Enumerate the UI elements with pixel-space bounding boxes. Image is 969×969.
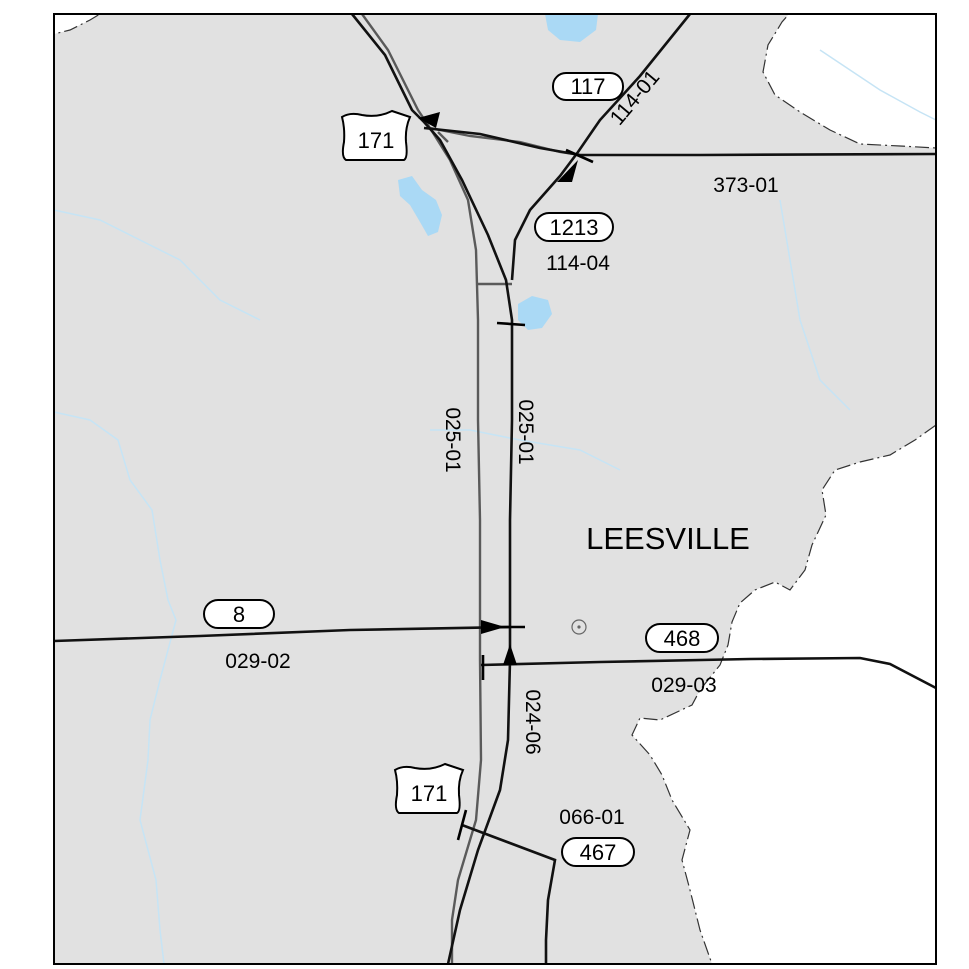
city-point-symbol	[571, 619, 587, 635]
place-name-leesville: LEESVILLE	[586, 521, 750, 556]
label-029-03: 029-03	[651, 674, 716, 697]
us-shield-171-bottom: 171	[393, 762, 465, 814]
svg-text:1213: 1213	[550, 215, 599, 240]
label-029-02: 029-02	[225, 650, 290, 673]
svg-text:171: 171	[411, 781, 448, 806]
svg-text:467: 467	[580, 840, 617, 865]
shield-468: 468	[645, 623, 719, 653]
svg-text:468: 468	[664, 626, 701, 651]
map-border	[53, 13, 937, 965]
shield-1213: 1213	[534, 212, 614, 242]
svg-text:8: 8	[233, 602, 245, 627]
svg-text:117: 117	[570, 74, 605, 99]
shield-8: 8	[203, 599, 275, 629]
shield-117: 117	[552, 72, 624, 101]
us-shield-171-top: 171	[340, 109, 412, 161]
label-114-04: 114-04	[546, 252, 610, 275]
label-025-01-west: 025-01	[441, 407, 464, 472]
label-025-01-east: 025-01	[514, 399, 537, 464]
shield-467: 467	[561, 837, 635, 867]
direction-arrows	[418, 112, 578, 665]
svg-text:171: 171	[358, 128, 395, 153]
label-373-01: 373-01	[713, 174, 778, 197]
label-066-01: 066-01	[559, 806, 624, 829]
state-roads	[53, 13, 937, 965]
water-area-east	[631, 423, 937, 965]
lake-west	[398, 176, 442, 236]
label-024-06: 024-06	[521, 689, 544, 754]
streams	[53, 49, 937, 965]
lake-north	[545, 14, 598, 42]
lake-central	[518, 296, 552, 330]
